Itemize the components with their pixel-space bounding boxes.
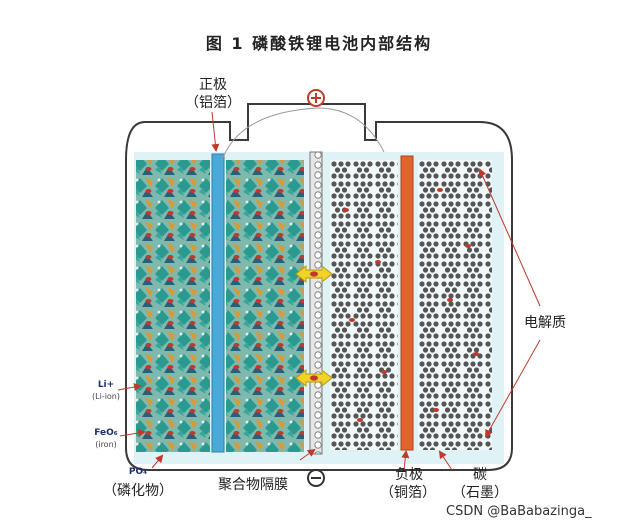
feo-legend-sub: (iron) bbox=[95, 440, 117, 449]
carbon-label: 碳 bbox=[473, 467, 487, 483]
anode-label: 负极 bbox=[395, 467, 423, 483]
cathode-material-left bbox=[136, 160, 210, 452]
separator-label: 聚合物隔膜 bbox=[218, 477, 288, 493]
anode-foil bbox=[400, 155, 414, 451]
cathode-label: 正极 bbox=[199, 77, 227, 93]
li-legend-sub: (Li-ion) bbox=[92, 392, 120, 401]
phosphate-label: （磷化物） bbox=[103, 483, 173, 499]
po-legend: PO₄ bbox=[128, 467, 148, 477]
carbon-sub-label: （石墨） bbox=[452, 485, 508, 501]
pointer-arrows bbox=[117, 111, 541, 471]
watermark: CSDN @BaBabazinga_ bbox=[446, 504, 592, 519]
lithium-ions bbox=[343, 188, 479, 422]
positive-wire bbox=[221, 107, 385, 161]
graphite-left bbox=[330, 160, 398, 450]
cathode-foil bbox=[211, 153, 225, 453]
graphite-right bbox=[418, 160, 492, 450]
li-legend: Li+ bbox=[97, 380, 115, 390]
cathode-sub-label: （铝箔） bbox=[185, 95, 241, 111]
ion-arrow-upper bbox=[295, 264, 333, 284]
positive-terminal-icon bbox=[307, 89, 325, 107]
electrolyte-label: 电解质 bbox=[524, 315, 566, 331]
cathode-material-right bbox=[226, 160, 304, 452]
anode-sub-label: （铜箔） bbox=[380, 485, 436, 501]
separator bbox=[309, 151, 323, 455]
feo-legend: FeO₆ bbox=[94, 428, 118, 438]
page-title: 图 1 磷酸铁锂电池内部结构 bbox=[205, 34, 433, 53]
negative-terminal-icon bbox=[307, 469, 325, 487]
ion-arrow-lower bbox=[295, 368, 333, 388]
